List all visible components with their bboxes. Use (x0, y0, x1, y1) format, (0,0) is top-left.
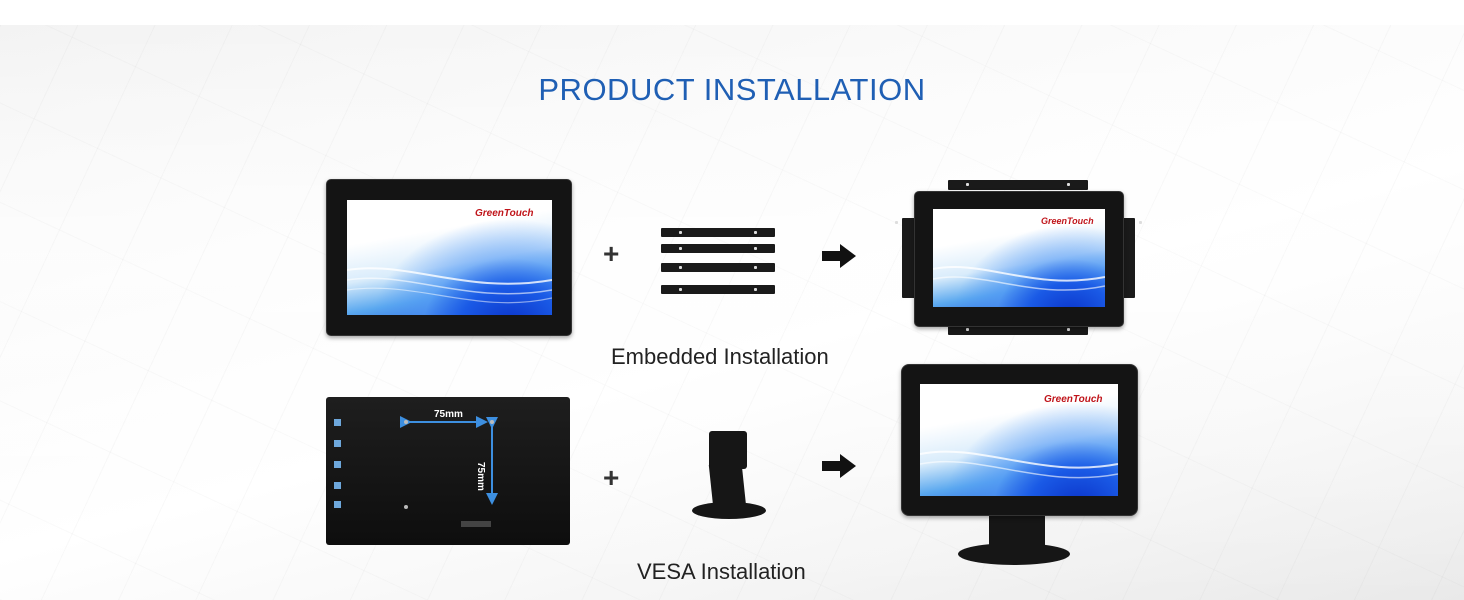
monitor-screen: GreenTouch (920, 384, 1118, 496)
arrow-right-icon (822, 244, 856, 268)
top-bracket (948, 180, 1088, 190)
brand-logo: GreenTouch (1041, 216, 1094, 226)
embedded-installation-caption: Embedded Installation (611, 344, 829, 369)
vesa-installation-caption: VESA Installation (637, 559, 806, 584)
port-icon (334, 419, 341, 426)
arrow-right-icon (822, 454, 856, 478)
bracket (661, 263, 775, 272)
stand-arm (708, 465, 747, 507)
plus-sign: + (603, 462, 620, 493)
monitor-screen: GreenTouch (933, 209, 1105, 307)
bracket (661, 244, 775, 253)
port-icon (334, 440, 341, 447)
stand-base (692, 502, 766, 519)
bottom-bracket (948, 325, 1088, 335)
port-icon (334, 482, 341, 489)
plus-sign: + (603, 238, 620, 269)
monitor-screen: GreenTouch (347, 200, 552, 315)
monitor-front-image: GreenTouch (914, 191, 1124, 327)
monitor-front-image: GreenTouch (901, 364, 1138, 516)
vesa-dimension-arrows (400, 416, 498, 527)
port-icon (334, 461, 341, 468)
stand-vesa-plate (709, 431, 747, 469)
vesa-width-label: 75mm (434, 409, 463, 420)
port-icon (334, 501, 341, 508)
monitor-back-image: 75mm 75mm (326, 397, 570, 545)
monitor-front-image: GreenTouch (326, 179, 572, 336)
brand-logo: GreenTouch (475, 208, 534, 219)
bracket (661, 228, 775, 237)
page-title: PRODUCT INSTALLATION (538, 72, 926, 107)
brand-logo: GreenTouch (1044, 394, 1103, 405)
background-panel (0, 25, 1464, 600)
stand-base (958, 543, 1070, 565)
bracket (661, 285, 775, 294)
vesa-height-label: 75mm (475, 462, 486, 491)
